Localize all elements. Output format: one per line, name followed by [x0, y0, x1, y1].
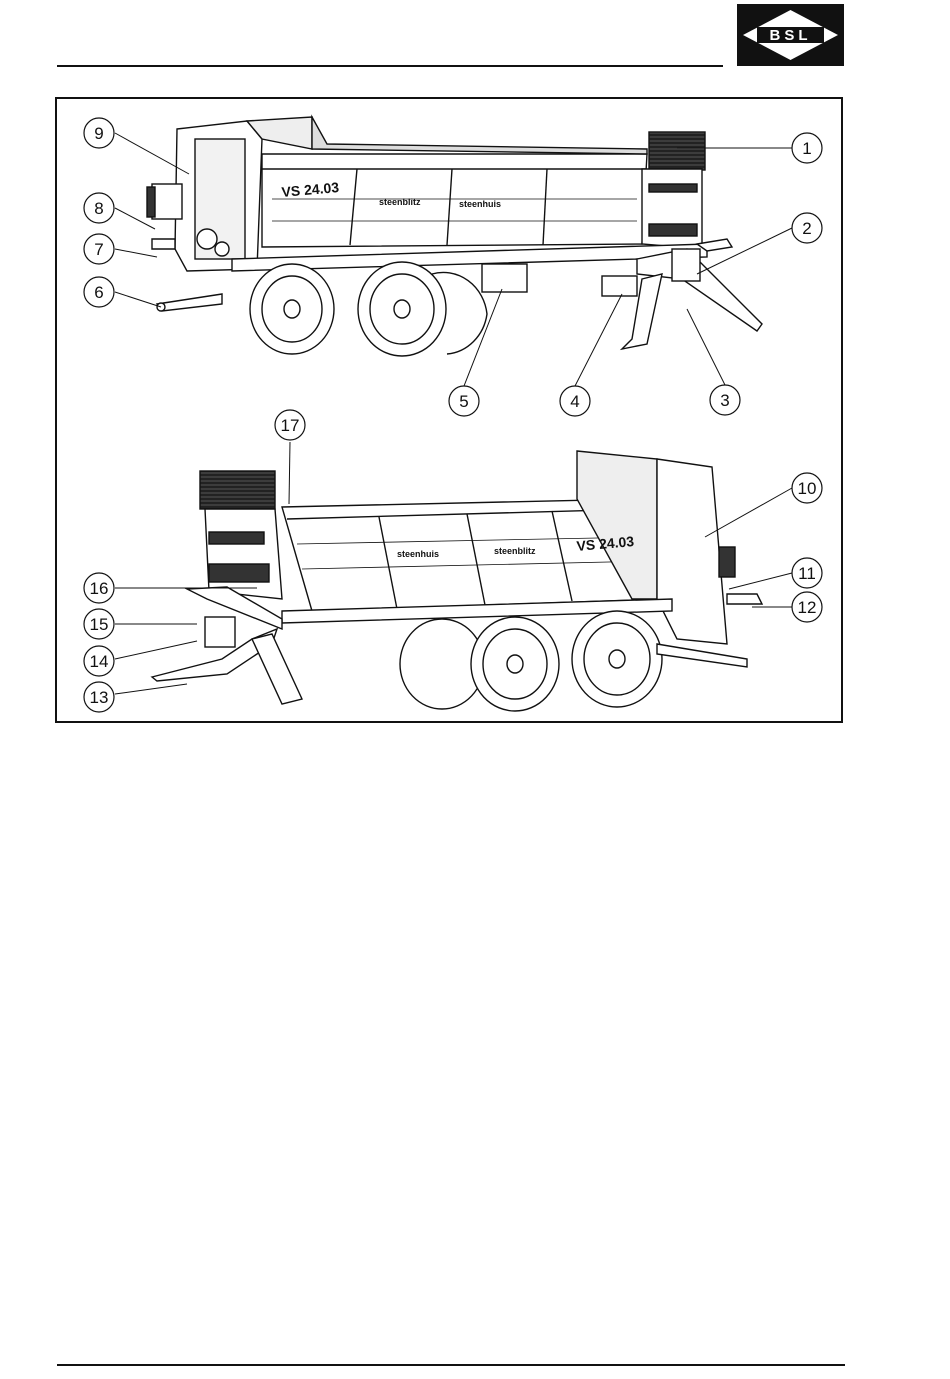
svg-text:8: 8 [94, 199, 103, 218]
callout-4: 4 [560, 386, 590, 416]
machine-figure: VS 24.03 steenblitz steenhuis [55, 97, 843, 723]
callout-2: 2 [792, 213, 822, 243]
svg-text:14: 14 [90, 652, 109, 671]
logo-text: BSL [770, 27, 812, 44]
callout-3: 3 [710, 385, 740, 415]
svg-text:13: 13 [90, 688, 109, 707]
svg-text:6: 6 [94, 283, 103, 302]
callout-17: 17 [275, 410, 305, 440]
footer-rule [57, 1364, 845, 1366]
callout-13: 13 [84, 682, 114, 712]
header-rule [57, 65, 723, 67]
callout-8: 8 [84, 193, 114, 223]
callout-9: 9 [84, 118, 114, 148]
lower-spreader-view [152, 451, 762, 711]
svg-text:1: 1 [802, 139, 811, 158]
lower-brand-label-1: steenhuis [397, 549, 439, 559]
svg-text:5: 5 [459, 392, 468, 411]
callout-14: 14 [84, 646, 114, 676]
svg-text:11: 11 [798, 564, 816, 583]
svg-text:12: 12 [798, 598, 817, 617]
callout-6: 6 [84, 277, 114, 307]
svg-text:16: 16 [90, 579, 109, 598]
svg-text:15: 15 [90, 615, 109, 634]
svg-text:3: 3 [720, 391, 729, 410]
svg-text:2: 2 [802, 219, 811, 238]
callout-11: 11 [792, 558, 822, 588]
bsl-logo: BSL [737, 4, 844, 66]
svg-text:4: 4 [570, 392, 579, 411]
upper-brand-label-1: steenblitz [379, 197, 421, 207]
upper-spreader-view [147, 117, 762, 356]
callout-15: 15 [84, 609, 114, 639]
spreader-illustration: VS 24.03 steenblitz steenhuis [57, 99, 845, 725]
callout-12: 12 [792, 592, 822, 622]
callout-5: 5 [449, 386, 479, 416]
svg-text:17: 17 [281, 416, 300, 435]
callout-7: 7 [84, 234, 114, 264]
callout-10: 10 [792, 473, 822, 503]
callout-16: 16 [84, 573, 114, 603]
svg-text:7: 7 [94, 240, 103, 259]
upper-brand-label-2: steenhuis [459, 199, 501, 209]
callout-1: 1 [792, 133, 822, 163]
svg-text:9: 9 [94, 124, 103, 143]
lower-brand-label-2: steenblitz [494, 546, 536, 556]
svg-text:10: 10 [798, 479, 817, 498]
